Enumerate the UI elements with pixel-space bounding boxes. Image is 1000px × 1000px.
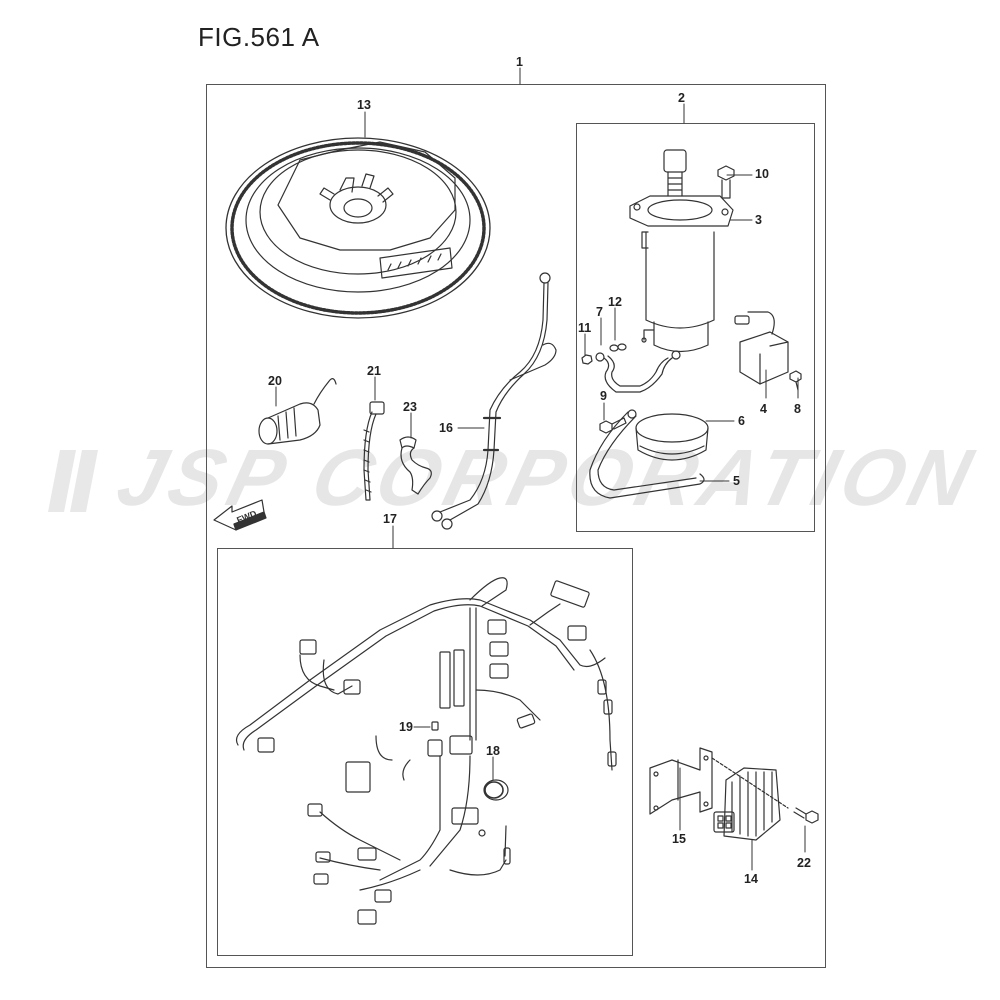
callout-14[interactable]: 14 [744,872,758,886]
relay-part-4[interactable] [734,311,789,385]
flywheel-part-13[interactable] [225,137,491,319]
clip-part-19[interactable] [431,721,439,731]
fwd-direction-arrow-icon: FWD [213,499,267,531]
callout-23[interactable]: 23 [403,400,417,414]
harness-group-frame [217,548,633,956]
nut-part-11[interactable] [581,354,593,365]
callout-4[interactable]: 4 [760,402,767,416]
cable-tie-part-21[interactable] [363,401,385,501]
callout-16[interactable]: 16 [439,421,453,435]
callout-12[interactable]: 12 [608,295,622,309]
battery-cable-part-16[interactable] [431,272,557,530]
starter-motor-part-3[interactable] [629,149,734,353]
callout-2[interactable]: 2 [678,91,685,105]
callout-21[interactable]: 21 [367,364,381,378]
bolt-part-22[interactable] [793,807,819,824]
lead-wire-part-7[interactable] [595,350,681,393]
callout-20[interactable]: 20 [268,374,282,388]
sensor-part-20[interactable] [258,378,337,445]
callout-6[interactable]: 6 [738,414,745,428]
callout-19[interactable]: 19 [399,720,413,734]
starter-group-frame [576,123,815,532]
callout-1[interactable]: 1 [516,55,523,69]
callout-9[interactable]: 9 [600,389,607,403]
callout-15[interactable]: 15 [672,832,686,846]
callout-5[interactable]: 5 [733,474,740,488]
callout-17[interactable]: 17 [383,512,397,526]
callout-13[interactable]: 13 [357,98,371,112]
starter-mount-part-6[interactable] [635,413,709,461]
clamp-part-23[interactable] [399,436,432,495]
wiring-harness-part-17[interactable] [235,577,617,925]
callout-10[interactable]: 10 [755,167,769,181]
cap-part-18[interactable] [484,781,504,799]
callout-8[interactable]: 8 [794,402,801,416]
bracket-part-5[interactable] [589,409,705,499]
regulator-part-14[interactable] [711,757,789,841]
jsp-logo-watermark-icon [48,450,98,512]
screw-part-8[interactable] [789,370,802,391]
callout-11[interactable]: 11 [578,321,592,335]
callout-7[interactable]: 7 [596,305,603,319]
callout-18[interactable]: 18 [486,744,500,758]
washer-part-12[interactable] [609,343,627,352]
figure-title: FIG.561 A [198,22,320,52]
bolt-part-10[interactable] [717,165,735,199]
callout-22[interactable]: 22 [797,856,811,870]
outer-assembly-frame [206,84,826,968]
bracket-part-15[interactable] [649,747,713,815]
callout-3[interactable]: 3 [755,213,762,227]
